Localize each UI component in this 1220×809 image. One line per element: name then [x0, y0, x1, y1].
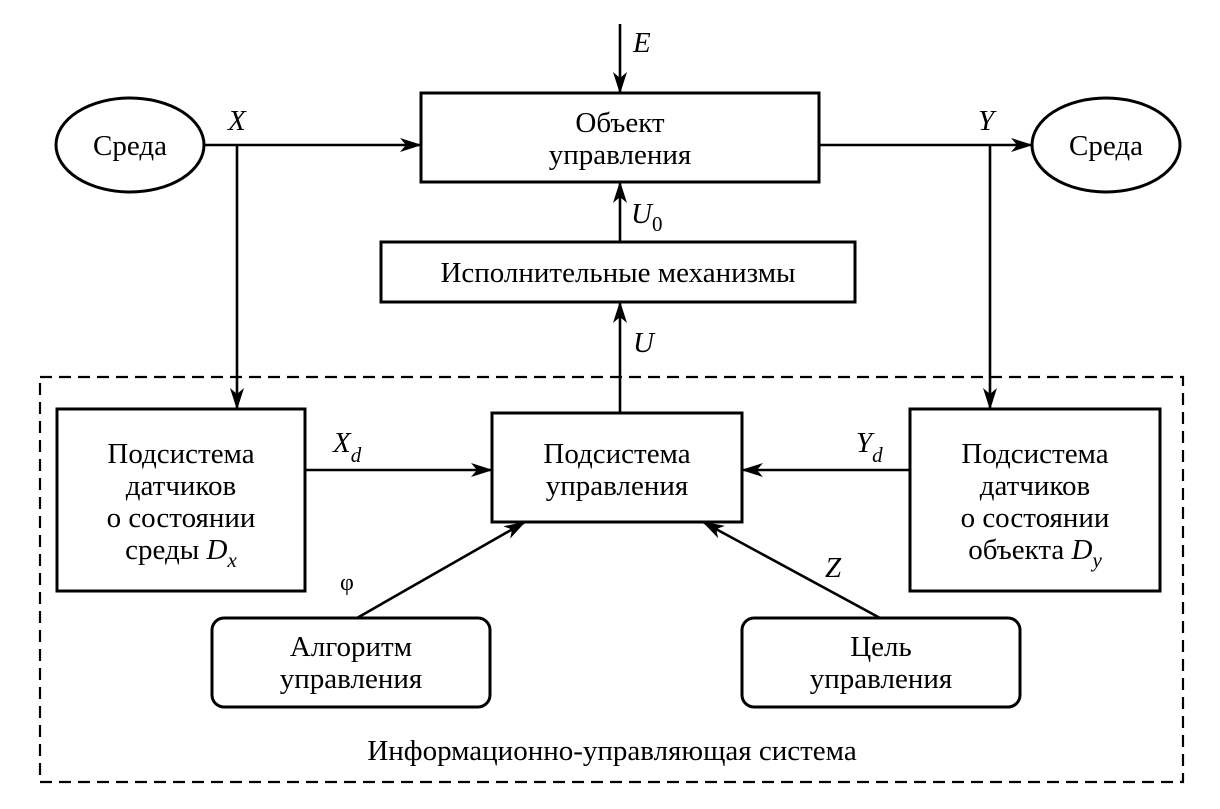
environment-sensors-line3: о состоянии [107, 502, 256, 534]
signal-yd-label: Yd [856, 427, 883, 467]
signal-phi-label: φ [340, 570, 354, 596]
signal-u0-sub: 0 [652, 212, 663, 236]
control-algorithm-box: Алгоритм управления [210, 616, 492, 709]
signal-xd-sub: d [351, 443, 362, 467]
signal-yd-var: Y [856, 427, 875, 459]
control-object-box: Объект управления [419, 91, 821, 184]
signal-xd-label: Xd [332, 427, 362, 467]
signal-y-label: Y [978, 105, 997, 137]
signal-e-label: E [632, 27, 651, 59]
environment-sensors-line1: Подсистема [107, 438, 254, 470]
object-sensors-line4-text: объекта [968, 534, 1064, 566]
control-algorithm-line2: управления [280, 663, 422, 695]
object-sensors-line3: о состоянии [961, 502, 1110, 534]
environment-left: Среда [54, 96, 206, 194]
control-subsystem-box: Подсистема управления [490, 411, 744, 524]
environment-sensors-line4-text: среды [125, 534, 199, 566]
control-goal-box: Цель управления [740, 616, 1022, 709]
environment-left-label: Среда [93, 130, 167, 162]
environment-right: Среда [1030, 96, 1182, 194]
information-control-system-boundary [38, 375, 1185, 784]
environment-sensors-sub: x [226, 548, 237, 572]
actuators-label: Исполнительные механизмы [440, 257, 795, 289]
object-sensors-line1: Подсистема [961, 438, 1108, 470]
environment-sensors-line4: среды Dx [125, 534, 237, 572]
control-goal-line1: Цель [850, 631, 912, 663]
environment-sensors-var: D [206, 534, 228, 566]
control-goal-line2: управления [810, 663, 952, 695]
object-sensors-line4: объекта Dy [968, 534, 1102, 572]
environment-sensors-box: Подсистема датчиков о состоянии среды Dx [55, 407, 307, 593]
object-sensors-box: Подсистема датчиков о состоянии объекта … [908, 407, 1162, 593]
control-algorithm-line1: Алгоритм [290, 631, 412, 663]
object-sensors-line2: датчиков [980, 470, 1090, 502]
signal-u-label: U [633, 327, 656, 359]
environment-sensors-line2: датчиков [126, 470, 236, 502]
signal-yd-sub: d [872, 443, 883, 467]
arrow-z [702, 520, 881, 620]
system-label: Информационно-управляющая система [367, 735, 857, 767]
signal-u0-label: U0 [631, 198, 662, 236]
signal-u0-var: U [631, 198, 654, 230]
control-object-line1: Объект [575, 107, 665, 139]
control-subsystem-line1: Подсистема [543, 438, 690, 470]
signal-x-label: X [227, 105, 247, 137]
environment-right-label: Среда [1069, 130, 1143, 162]
arrow-phi [356, 520, 526, 620]
signal-xd-var: X [332, 427, 352, 459]
actuators-box: Исполнительные механизмы [379, 240, 857, 304]
object-sensors-var: D [1070, 534, 1092, 566]
control-subsystem-line2: управления [546, 470, 688, 502]
control-object-line2: управления [549, 139, 691, 171]
object-sensors-sub: y [1090, 548, 1102, 572]
signal-z-label: Z [825, 552, 842, 584]
